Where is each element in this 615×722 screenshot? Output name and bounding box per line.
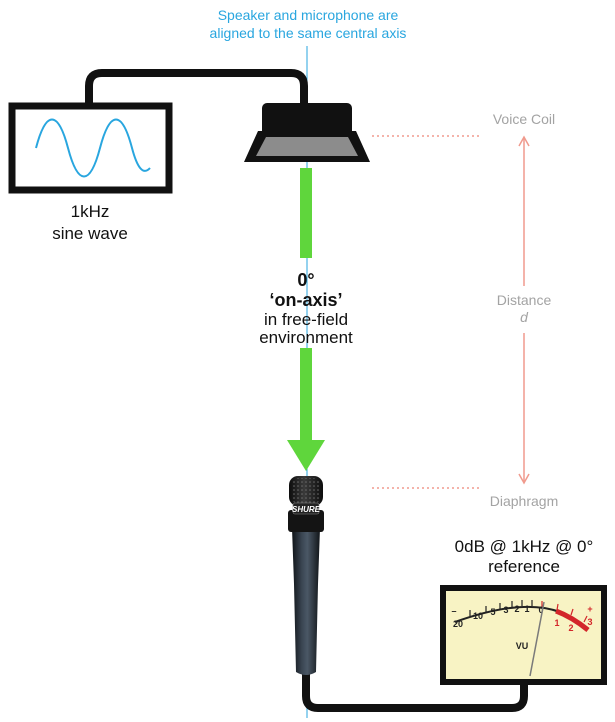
vu-scale-1: 1: [524, 604, 529, 614]
title-line-1: Speaker and microphone are: [218, 7, 399, 23]
mic-to-meter-cable: [302, 674, 528, 712]
environment-label: environment: [259, 328, 353, 347]
distance-arrow: [518, 135, 530, 485]
vu-scale-minus: –: [451, 606, 456, 616]
signal-line-1: 1kHz: [71, 202, 110, 221]
vu-meter: – 20 10 5 3 2 1 0 1 2 3 + VU: [440, 585, 607, 685]
on-axis-label: ‘on-axis’: [269, 290, 342, 310]
vu-scale-5: 5: [490, 607, 495, 617]
vu-scale-plus-1: 1: [554, 618, 559, 628]
vu-scale-plus: +: [587, 604, 592, 614]
title-line-2: aligned to the same central axis: [210, 25, 407, 41]
vu-scale-2: 2: [514, 604, 519, 614]
voice-coil-label: Voice Coil: [493, 111, 555, 127]
vu-scale-plus-2: 2: [568, 623, 573, 633]
vu-scale-10: 10: [473, 611, 483, 621]
reference-line-2: reference: [488, 557, 560, 576]
reference-line-1: 0dB @ 1kHz @ 0°: [455, 537, 594, 556]
signal-generator-box: [8, 102, 173, 194]
vu-label: VU: [516, 641, 529, 651]
angle-label: 0°: [297, 270, 314, 290]
vu-scale-20: 20: [453, 619, 463, 629]
vu-needle: [529, 601, 545, 677]
vu-scale-0: 0: [538, 605, 543, 615]
distance-label: Distance: [497, 292, 552, 308]
vu-scale-plus-3: 3: [587, 617, 592, 627]
diaphragm-label: Diaphragm: [490, 493, 558, 509]
vu-scale-3: 3: [503, 605, 508, 615]
free-field-label: in free-field: [264, 310, 348, 329]
generator-to-speaker-cable: [85, 69, 308, 108]
on-axis-arrow: [287, 168, 325, 471]
sine-wave-icon: [35, 118, 151, 178]
mic-brand-label: SHURE: [292, 505, 321, 514]
speaker-icon: [244, 103, 370, 162]
distance-symbol: d: [520, 309, 529, 325]
signal-line-2: sine wave: [52, 224, 128, 243]
microphone-icon: SHURE: [288, 476, 324, 675]
